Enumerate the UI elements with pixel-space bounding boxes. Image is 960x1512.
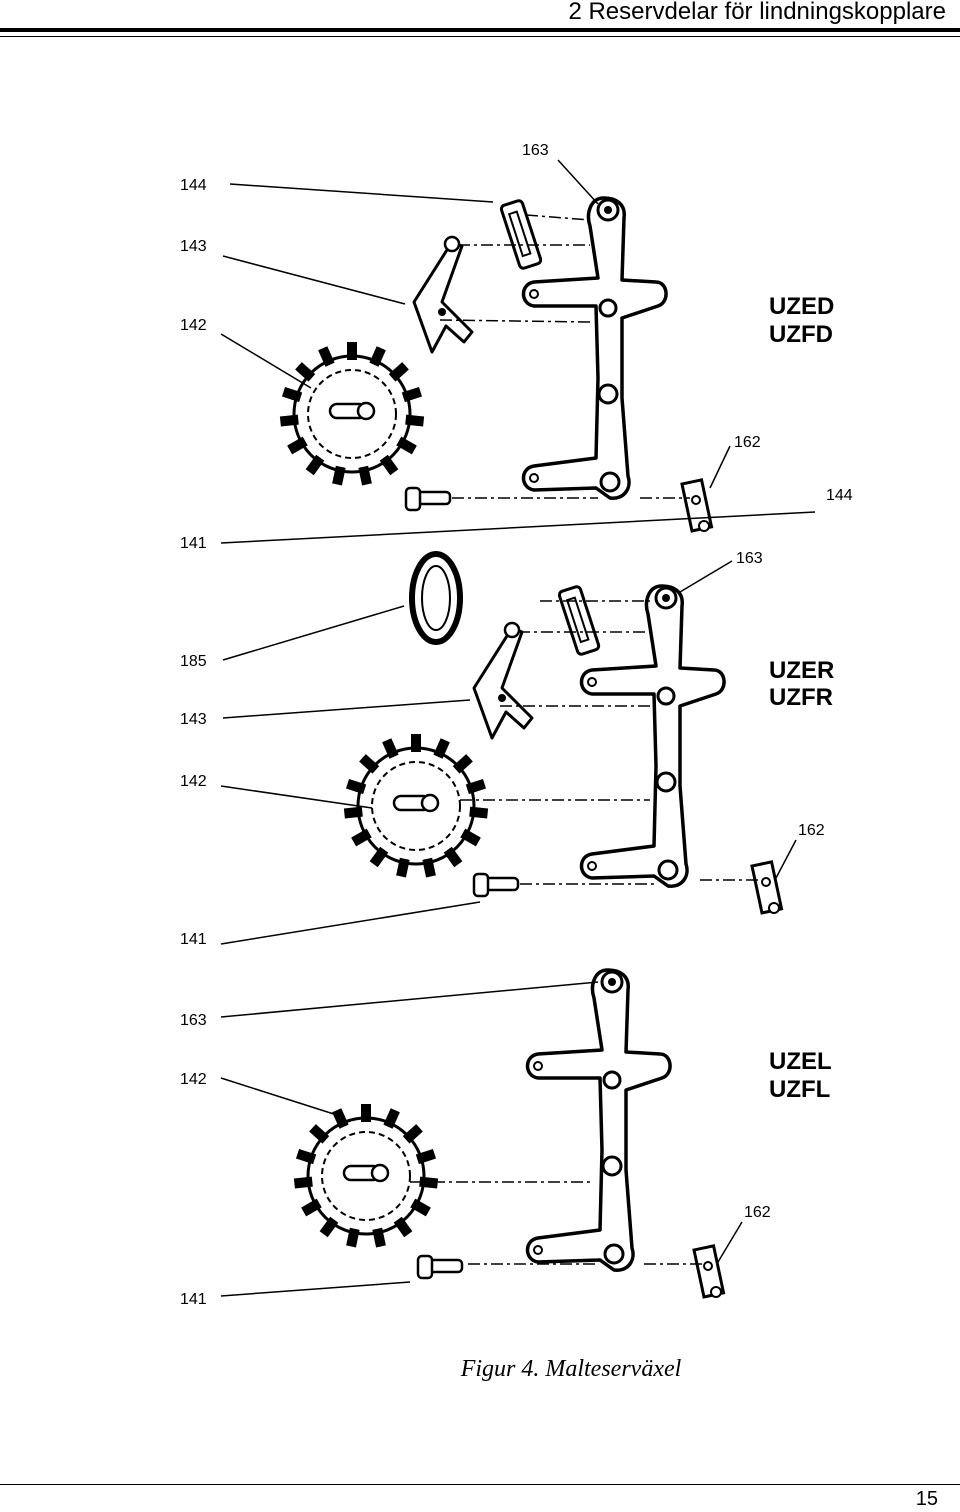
variant-code: UZER: [769, 657, 834, 684]
callout-label: 141: [180, 931, 207, 948]
page-header-title: 2 Reservdelar för lindningskopplare: [568, 0, 946, 25]
figure-group-uzel: 163 142 162 141 UZEL UZFL: [180, 968, 832, 1308]
callout-label: 143: [180, 711, 207, 728]
maltese-gear-exploded-figure: 163 144 143 142 162 144 141 163 UZED UZF…: [180, 142, 853, 1308]
callout-label: 162: [744, 1204, 771, 1221]
callout-label: 143: [180, 238, 207, 255]
callout-label: 163: [180, 1012, 207, 1029]
footer-rule: [0, 1484, 960, 1485]
pin-part: [404, 486, 452, 512]
stop-block-part: [750, 860, 784, 915]
callout-label: 185: [180, 653, 207, 670]
slotted-bar-part: [498, 198, 544, 271]
drive-frame-part: [579, 584, 726, 888]
variant-code: UZFL: [769, 1076, 830, 1103]
callout-label: 144: [180, 177, 207, 194]
variant-code: UZED: [769, 293, 834, 320]
page-number: 15: [915, 1488, 938, 1510]
maltese-wheel-part: [278, 340, 426, 487]
figure-group-uzed: 163 144 143 142 162 144 141 163 UZED UZF…: [180, 142, 853, 593]
callout-label: 163: [522, 142, 549, 159]
slotted-bar-part: [556, 584, 602, 657]
header-rule: [0, 28, 960, 32]
figure-group-uzer: 185 143 142 162 141 UZER UZFR: [180, 551, 834, 948]
callout-label: 141: [180, 1291, 207, 1308]
maltese-wheel-part: [342, 732, 490, 879]
figure-caption: Figur 4. Malteserväxel: [460, 1356, 682, 1382]
callout-label: 162: [798, 822, 825, 839]
callout-label: 142: [180, 317, 207, 334]
callout-label: 142: [180, 773, 207, 790]
drive-frame-part: [525, 968, 672, 1272]
callout-label: 141: [180, 535, 207, 552]
pin-part: [416, 1254, 464, 1280]
variant-code: UZEL: [769, 1048, 832, 1075]
callout-label: 142: [180, 1071, 207, 1088]
pin-part: [472, 872, 520, 898]
lever-part: [472, 621, 534, 740]
header-rule-thin: [0, 36, 960, 37]
stop-block-part: [692, 1244, 726, 1299]
callout-label: 144: [826, 487, 853, 504]
callout-label: 163: [736, 550, 763, 567]
ring-part: [409, 551, 463, 645]
callout-label: 162: [734, 434, 761, 451]
variant-code: UZFD: [769, 321, 833, 348]
lever-part: [412, 235, 474, 354]
variant-code: UZFR: [769, 684, 833, 711]
stop-block-part: [680, 478, 714, 533]
drive-frame-part: [521, 196, 668, 500]
maltese-wheel-part: [292, 1102, 440, 1249]
